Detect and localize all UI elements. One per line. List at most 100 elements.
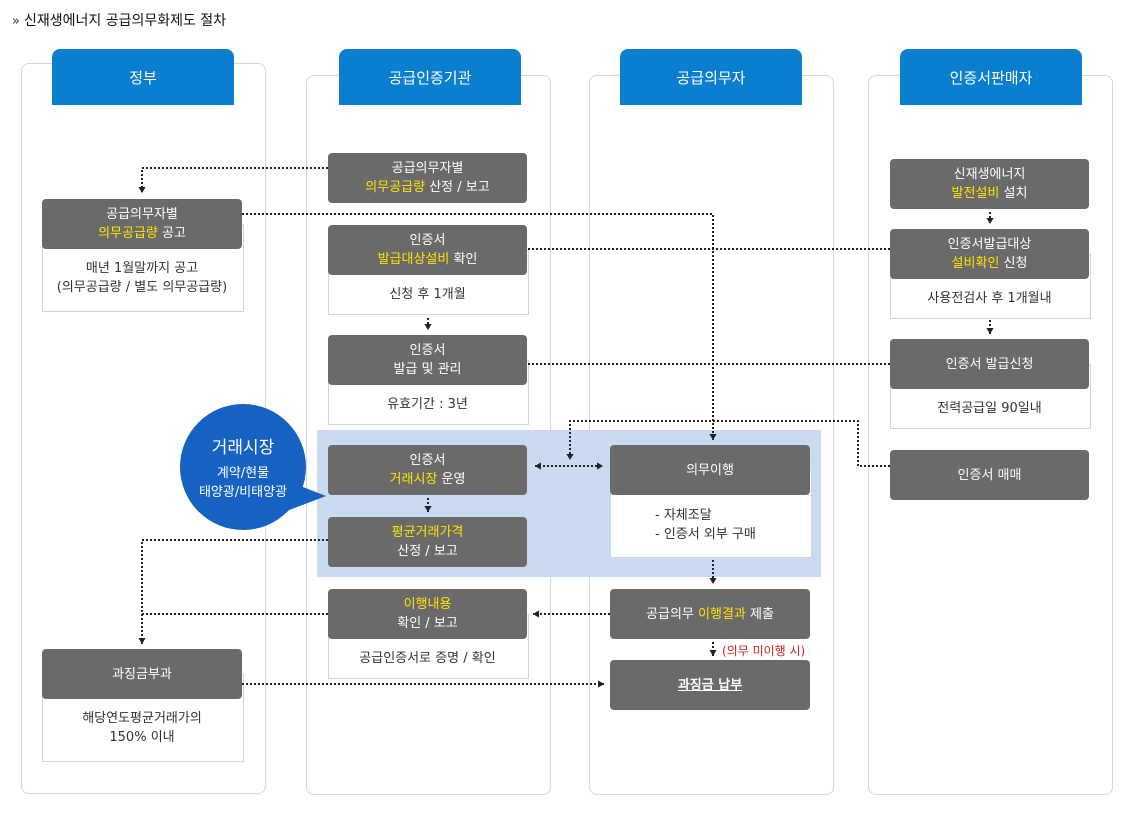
gov-notice-note: 매년 1월말까지 공고 (의무공급량 / 별도 의무공급량) [42,259,242,297]
connector-trade-to-market-link [569,420,890,467]
seller-apply-rest: 신청 [999,256,1028,271]
seller-install-line2: 발전설비 설치 [952,184,1028,203]
agency-verify-rest: 확인 [449,252,478,267]
arrowhead-install-to-apply [986,218,994,224]
arrowhead-verify-to-issue [424,324,432,330]
agency-verify-note: 신청 후 1개월 [389,287,466,302]
agency-check-line1: 이행내용 [404,595,452,614]
agency-issue-note: 유효기간 : 3년 [387,397,468,412]
seller-install-rest: 설치 [999,186,1028,201]
lane-header-certification-agency: 공급인증기관 [339,49,521,105]
agency-verify-line1: 인증서 [409,233,446,248]
gov-penalty-note-line1: 해당연도평균거래가의 [82,711,202,726]
obligor-submit-line: 공급의무 이행결과 제출 [646,605,774,624]
agency-market-line1: 인증서 [409,453,446,468]
obligor-pay-box: 과징금 납부 [610,660,810,710]
obligor-perform-note: - 자체조달 - 인증서 외부 구매 [655,506,805,544]
agency-market-highlight: 거래시장 [389,472,438,487]
obligor-perform-note-line2: - 인증서 외부 구매 [655,527,756,542]
agency-check-line2: 확인 / 보고 [397,616,458,631]
chevron-right-icon: » [12,14,20,29]
seller-install-line1: 신재생에너지 [953,167,1026,182]
lane-header-government: 정부 [52,49,234,105]
market-bubble-circle: 거래시장 계약/현물 태양광/비태양광 [180,404,306,530]
seller-install-box: 신재생에너지 발전설비 설치 [890,159,1089,209]
agency-verify-highlight: 발급대상설비 [377,252,450,267]
arrowhead-penalty-to-pay [598,680,604,688]
gov-notice-line2: 의무공급량 공고 [98,224,186,243]
lane-header-seller: 인증서판매자 [900,49,1082,105]
agency-avgprice-box: 평균거래가격 산정 / 보고 [328,517,527,567]
connector-avgprice-to-penalty [141,539,328,644]
gov-notice-note-line1: 매년 1월말까지 공고 [85,261,199,276]
page-title: »신재생에너지 공급의무화제도 절차 [12,10,226,30]
gov-penalty-note: 해당연도평균거래가의 150% 이내 [42,709,242,747]
arrowhead-market-perform-link [597,462,603,470]
seller-trade-box: 인증서 매매 [890,450,1089,500]
obligor-perform-note-line1: - 자체조달 [655,508,712,523]
lane-header-obligor: 공급의무자 [620,49,802,105]
gov-penalty-note-line2: 150% 이내 [109,730,175,745]
agency-issue-line1: 인증서 [409,343,446,358]
market-bubble: 거래시장 계약/현물 태양광/비태양광 [180,404,330,534]
agency-avgprice-line1: 평균거래가격 [392,523,464,542]
arrowhead-select-to-notice [138,187,146,193]
obligor-perform-box: 의무이행 [610,445,810,495]
gov-notice-note-line2: (의무공급량 / 별도 의무공급량) [56,280,228,295]
gov-notice-box: 공급의무자별 의무공급량 공고 [42,199,242,249]
seller-apply-note: 사용전검사 후 1개월내 [927,291,1052,306]
agency-check-highlight: 이행내용 [403,597,452,612]
agency-verify-line2: 발급대상설비 확인 [378,250,478,269]
agency-market-rest: 운영 [437,472,466,487]
gov-notice-highlight: 의무공급량 [98,226,158,241]
seller-install-highlight: 발전설비 [951,186,1000,201]
agency-avgprice-line2: 산정 / 보고 [397,544,458,559]
obligor-fail-note: (의무 미이행 시) [722,644,806,658]
obligor-submit-rest: 제출 [745,606,774,622]
agency-issue-box: 인증서 발급 및 관리 [328,335,527,385]
connector-select-to-notice [141,167,328,193]
market-bubble-line2: 태양광/비태양광 [198,484,288,500]
arrowhead-start-market-perform-link [535,462,541,470]
arrowhead-notice-to-perform [709,434,717,440]
seller-apply-line2: 설비확인 신청 [952,254,1028,273]
obligor-submit-box: 공급의무 이행결과 제출 [610,589,810,639]
arrowhead-market-to-avgprice [424,506,432,512]
arrowhead-perform-to-submit [709,578,717,584]
agency-select-highlight: 의무공급량 [365,180,426,195]
arrowhead-submit-to-pay [709,650,717,656]
seller-issue-req-note: 전력공급일 90일내 [937,401,1042,416]
obligor-perform-label: 의무이행 [686,462,734,478]
gov-notice-line1: 공급의무자별 [106,207,178,222]
agency-select-box: 공급의무자별 의무공급량 산정 / 보고 [328,153,527,203]
arrowhead-trade-to-market-link [566,454,574,460]
arrowhead-apply-to-issuereq [986,328,994,334]
agency-select-line2: 의무공급량 산정 / 보고 [365,178,489,197]
agency-issue-line2: 발급 및 관리 [393,362,462,377]
agency-verify-box: 인증서 발급대상설비 확인 [328,225,527,275]
agency-select-line1: 공급의무자별 [391,161,464,176]
agency-avgprice-highlight: 평균거래가격 [391,525,464,540]
obligor-submit-highlight: 이행결과 [698,606,746,622]
agency-select-rest: 산정 / 보고 [425,180,490,195]
connector-lines [138,167,994,688]
seller-issue-req-box: 인증서 발급신청 [890,339,1089,389]
gov-penalty-box: 과징금부과 [42,649,242,699]
seller-apply-line1: 인증서발급대상 [947,237,1032,252]
arrowhead-avgprice-to-penalty [138,638,146,644]
agency-market-line2: 거래시장 운영 [390,470,466,489]
seller-issue-req-label: 인증서 발급신청 [945,356,1034,372]
seller-trade-label: 인증서 매매 [957,467,1022,483]
seller-apply-box: 인증서발급대상 설비확인 신청 [890,229,1089,279]
gov-notice-rest: 공고 [157,226,186,241]
agency-check-box: 이행내용 확인 / 보고 [328,589,527,639]
arrowhead-submit-to-check [533,610,539,618]
seller-apply-highlight: 설비확인 [951,256,1000,271]
market-bubble-title: 거래시장 [211,437,275,458]
market-bubble-line1: 계약/현물 [216,465,270,481]
obligor-pay-label: 과징금 납부 [677,677,743,693]
agency-check-note: 공급인증서로 증명 / 확인 [359,651,496,666]
page-title-text: 신재생에너지 공급의무화제도 절차 [23,13,227,29]
gov-penalty-label: 과징금부과 [112,666,172,682]
